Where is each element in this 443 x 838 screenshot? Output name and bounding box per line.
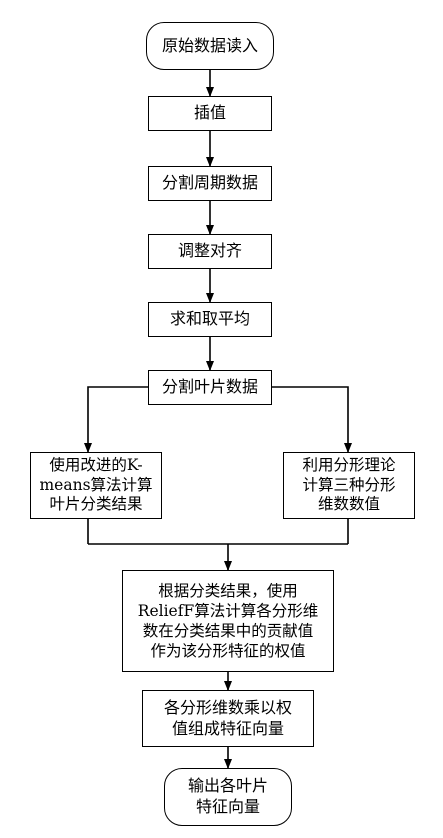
step-interpolation-label: 插值	[193, 103, 226, 123]
end-node-label: 输出各叶片 特征向量	[187, 776, 268, 816]
step-split-period-label: 分割周期数据	[161, 173, 258, 193]
step-feature-vector: 各分形维数乘以权 值组成特征向量	[142, 690, 314, 747]
start-node-label: 原始数据读入	[161, 35, 258, 55]
step-split-blade-label: 分割叶片数据	[161, 377, 258, 397]
arrow-split-blade-to-right	[272, 386, 352, 453]
step-relieff-label: 根据分类结果，使用 ReliefF算法计算各分形维 数在分类结果中的贡献值 作为…	[137, 581, 319, 661]
step-kmeans-label: 使用改进的K- means算法计算 叶片分类结果	[39, 455, 153, 514]
step-average: 求和取平均	[148, 302, 272, 337]
start-node: 原始数据读入	[146, 22, 274, 70]
arrow-split-blade-to-left	[84, 386, 148, 453]
step-relieff: 根据分类结果，使用 ReliefF算法计算各分形维 数在分类结果中的贡献值 作为…	[122, 570, 334, 672]
step-kmeans: 使用改进的K- means算法计算 叶片分类结果	[30, 452, 162, 519]
step-fractal-label: 利用分形理论 计算三种分形 维数数值	[302, 455, 396, 514]
step-average-label: 求和取平均	[169, 309, 250, 329]
step-split-period: 分割周期数据	[148, 166, 272, 201]
end-node: 输出各叶片 特征向量	[164, 768, 292, 826]
step-fractal: 利用分形理论 计算三种分形 维数数值	[283, 452, 415, 519]
step-split-blade: 分割叶片数据	[148, 370, 272, 405]
step-feature-vector-label: 各分形维数乘以权 值组成特征向量	[163, 697, 292, 738]
step-align: 调整对齐	[148, 234, 272, 269]
step-interpolation: 插值	[148, 96, 272, 131]
step-align-label: 调整对齐	[177, 241, 242, 261]
